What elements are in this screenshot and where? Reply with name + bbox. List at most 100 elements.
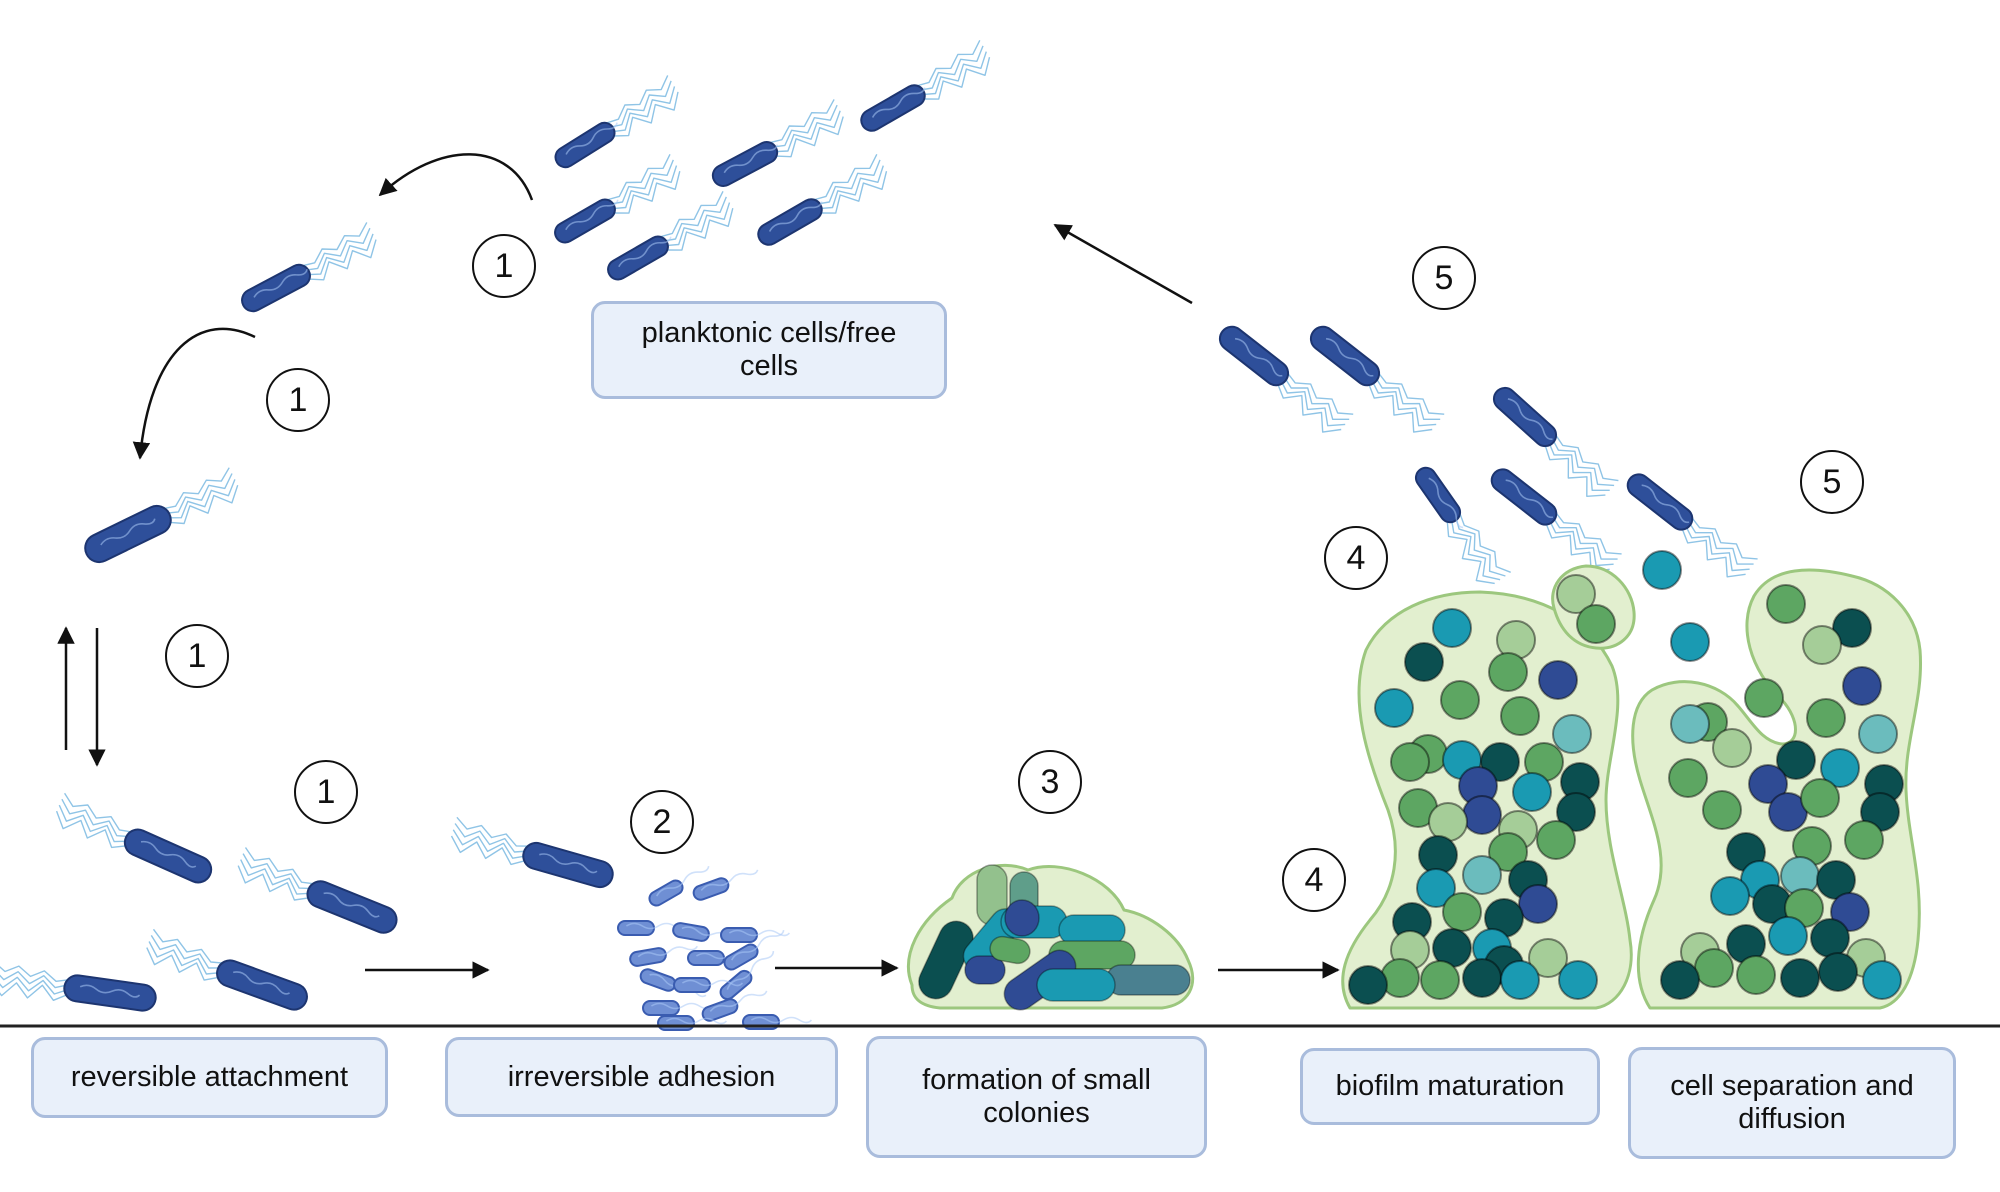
biofilm-cell	[1642, 550, 1682, 590]
biofilm-cell	[1420, 960, 1460, 1000]
biofilm-cell	[1710, 876, 1750, 916]
bacterium-detail	[1325, 337, 1374, 377]
step-3-marker: 3	[1018, 750, 1082, 814]
step-1-marker: 1	[165, 624, 229, 688]
flagella	[0, 965, 70, 1001]
step-2-marker: 2	[630, 790, 694, 854]
flagellum	[146, 947, 220, 981]
flagellum	[661, 196, 727, 242]
flagellum	[301, 222, 368, 267]
biofilm-cell	[1462, 855, 1502, 895]
flagellum	[664, 202, 731, 247]
step-1-marker: 1	[294, 760, 358, 824]
flagellum	[1454, 515, 1506, 577]
biofilm-cell	[1712, 728, 1752, 768]
flagellum	[773, 110, 841, 153]
biofilm-cell	[1780, 958, 1820, 998]
bacterium	[642, 1000, 713, 1016]
bacterium-body	[639, 968, 677, 992]
flagellum	[0, 982, 68, 1001]
bacterium-body	[692, 877, 730, 901]
bacterium-body	[306, 880, 398, 934]
biofilm-cell	[1862, 960, 1902, 1000]
biofilm-cell	[1820, 748, 1860, 788]
flagellum	[55, 810, 127, 849]
biofilm-cell	[1416, 868, 1456, 908]
biofilm-cell	[1830, 892, 1870, 932]
bacterium-detail	[655, 865, 710, 897]
bacterium-detail	[323, 892, 380, 918]
flagellum	[0, 965, 70, 982]
biofilm-cell	[1668, 758, 1708, 798]
reversible-attachment-label: reversible attachment	[31, 1037, 388, 1118]
cells-layer	[918, 550, 1904, 1011]
biofilm-cell	[1432, 608, 1472, 648]
bacteria-layer	[63, 84, 1694, 1031]
biofilm-cell	[1670, 704, 1710, 744]
bacterium	[711, 140, 779, 188]
flagellum	[168, 484, 239, 525]
biofilm-cell	[1480, 742, 1520, 782]
biofilm-cell	[1844, 820, 1884, 860]
flagellum	[452, 829, 528, 859]
flagellum	[775, 116, 844, 158]
bacterium-body	[522, 841, 614, 889]
flagella	[1446, 512, 1511, 585]
flagellum	[1548, 519, 1614, 567]
biofilm-cell	[1832, 608, 1872, 648]
biofilm-cell	[1512, 772, 1552, 812]
flagellum	[613, 171, 681, 214]
biofilm-cell	[1500, 960, 1540, 1000]
flagella	[812, 153, 888, 214]
flagellum	[1551, 515, 1618, 560]
biofilm-cell	[1404, 642, 1444, 682]
bacterium-detail	[1507, 398, 1553, 440]
bacterium	[723, 929, 785, 971]
flagellum	[166, 479, 236, 519]
flagella	[1545, 511, 1622, 573]
biofilm-cell	[1818, 952, 1858, 992]
bacterium	[648, 865, 710, 907]
colony-rod	[1105, 964, 1191, 996]
biofilm-cell	[1748, 764, 1788, 804]
flagellum	[1684, 524, 1750, 572]
biofilm-cell	[1538, 660, 1578, 700]
bacterium	[1218, 325, 1290, 387]
bacterium-detail	[768, 201, 823, 232]
flagellum	[923, 57, 991, 100]
biofilm-cell	[1556, 574, 1596, 614]
flagellum	[61, 798, 131, 838]
flagella	[237, 847, 315, 901]
flagellum	[666, 208, 734, 251]
bacterium	[1309, 325, 1381, 387]
bacterium-detail	[618, 236, 672, 268]
flagellum	[771, 104, 838, 148]
step-1-marker: 1	[472, 234, 536, 298]
flagellum	[820, 171, 888, 214]
flagella	[1681, 516, 1758, 578]
biofilm-cell	[1800, 778, 1840, 818]
bacterium-detail	[565, 122, 618, 155]
flagella	[768, 99, 844, 158]
bacterium	[1414, 466, 1464, 529]
bacterium	[860, 84, 926, 132]
flagella	[55, 792, 133, 849]
flagellum	[1544, 445, 1606, 497]
flagellum	[1687, 520, 1754, 565]
colony-rod	[1004, 899, 1040, 937]
colony-rod-body	[918, 920, 974, 1000]
flagellum	[1547, 441, 1610, 491]
bacterium	[241, 263, 311, 313]
flagellum	[605, 75, 669, 124]
flagellum	[1277, 383, 1342, 433]
bacterium	[216, 959, 308, 1011]
flagellum	[606, 153, 671, 201]
biofilm-cell	[1660, 960, 1700, 1000]
flagellum	[0, 971, 69, 989]
flagellum	[303, 227, 371, 271]
flagellum	[164, 473, 233, 514]
biofilm-cell	[1440, 680, 1480, 720]
bacterium-detail	[665, 1017, 728, 1025]
colony-rod	[1036, 968, 1116, 1002]
